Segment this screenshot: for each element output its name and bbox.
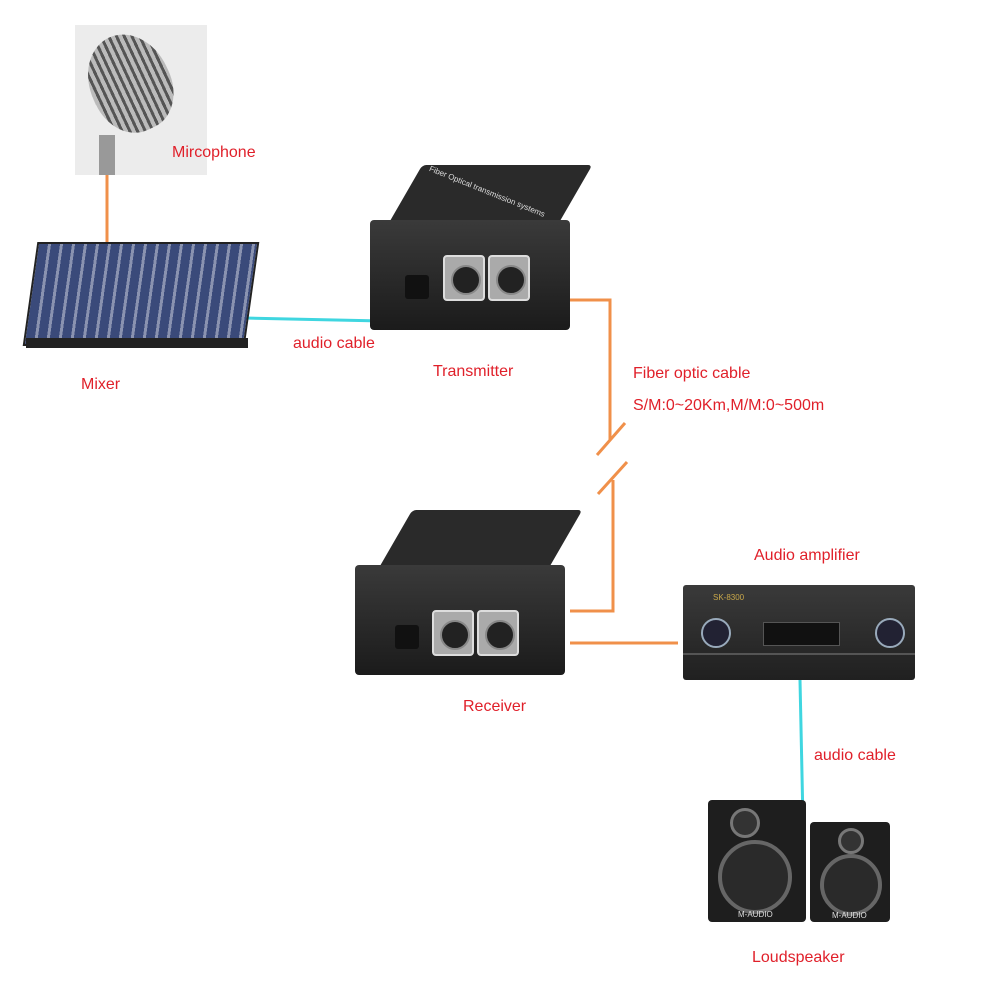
amplifier-label: Audio amplifier <box>754 547 860 564</box>
xlr-port <box>488 255 530 301</box>
receiver-label: Receiver <box>463 698 527 715</box>
transmitter-image: Fiber Optical transmission systems <box>365 164 593 335</box>
microphone-label: Mircophone <box>172 144 256 161</box>
speaker-brand-text: M-AUDIO <box>738 910 773 919</box>
microphone-image <box>72 20 207 175</box>
mixer-image <box>22 242 260 350</box>
amplifier-model-text: SK-8300 <box>713 593 745 602</box>
fiber-cable-upper <box>565 298 612 440</box>
fiber-break-lower <box>596 460 629 496</box>
loudspeakers-image: M-AUDIO M-AUDIO <box>708 800 893 925</box>
xlr-port <box>443 255 485 301</box>
audio-cable-label-1: audio cable <box>293 335 375 352</box>
xlr-port <box>477 610 519 656</box>
transmitter-label: Transmitter <box>433 363 514 380</box>
fiber-cable-label: Fiber optic cable <box>633 365 751 382</box>
receiver-image <box>350 510 583 680</box>
loudspeaker-label: Loudspeaker <box>752 949 845 966</box>
mixer-label: Mixer <box>81 376 121 393</box>
amplifier-image: SK-8300 <box>683 585 915 680</box>
fiber-cable-lower <box>570 480 615 613</box>
xlr-port <box>432 610 474 656</box>
audio-cable-label-2: audio cable <box>814 747 896 764</box>
speaker-brand-text: M-AUDIO <box>832 911 867 920</box>
amplifier-to-speaker-audio-cable <box>798 679 805 823</box>
fiber-range-label: S/M:0~20Km,M/M:0~500m <box>633 397 825 414</box>
fiber-break-upper <box>595 422 627 456</box>
